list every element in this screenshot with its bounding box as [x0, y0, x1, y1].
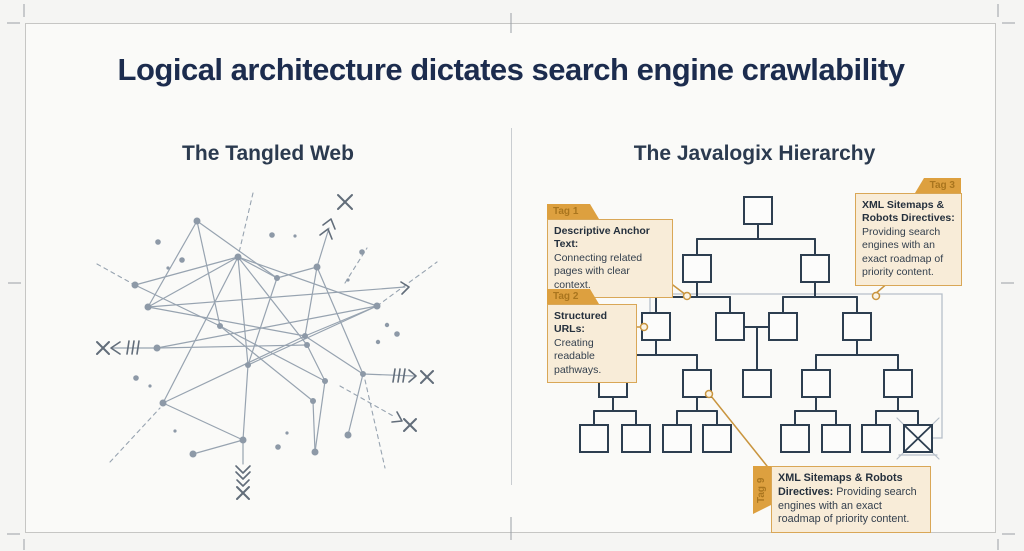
tag3-lead: XML Sitemaps & Robots Directives: — [862, 199, 955, 225]
panel-divider — [511, 128, 512, 485]
tag9-bubble: XML Sitemaps & Robots Directives: Provid… — [771, 466, 931, 534]
tag9-lead: XML Sitemaps & Robots Directives: — [778, 472, 903, 498]
tag1-lead: Descriptive Anchor Text: — [554, 225, 650, 251]
tag2-lead: Structured URLs: — [554, 310, 608, 336]
right-panel-title: The Javalogix Hierarchy — [633, 142, 876, 165]
tag3-bubble: XML Sitemaps & Robots Directives:Providi… — [855, 193, 962, 286]
tag9-body: Providing search engines with an exact r… — [778, 485, 917, 526]
tag3-body: Providing search engines with an exact r… — [862, 225, 944, 279]
tangled-web-diagram — [96, 192, 438, 500]
page-title: Logical architecture dictates search eng… — [117, 52, 905, 87]
tag2-body: Creating readable pathways. — [554, 336, 602, 376]
hierarchy-tree-diagram — [579, 196, 943, 467]
tag1-body: Connecting related pages with clear cont… — [554, 251, 643, 291]
tag3-folder-tab: Tag 3 — [915, 178, 961, 193]
tag1-bubble: Descriptive Anchor Text:Connecting relat… — [547, 219, 673, 299]
left-panel-title: The Tangled Web — [182, 142, 354, 165]
tag1-folder-tab: Tag 1 — [547, 204, 599, 219]
tag2-bubble: Structured URLs:Creating readable pathwa… — [547, 304, 637, 384]
tag2-folder-tab: Tag 2 — [547, 289, 599, 304]
